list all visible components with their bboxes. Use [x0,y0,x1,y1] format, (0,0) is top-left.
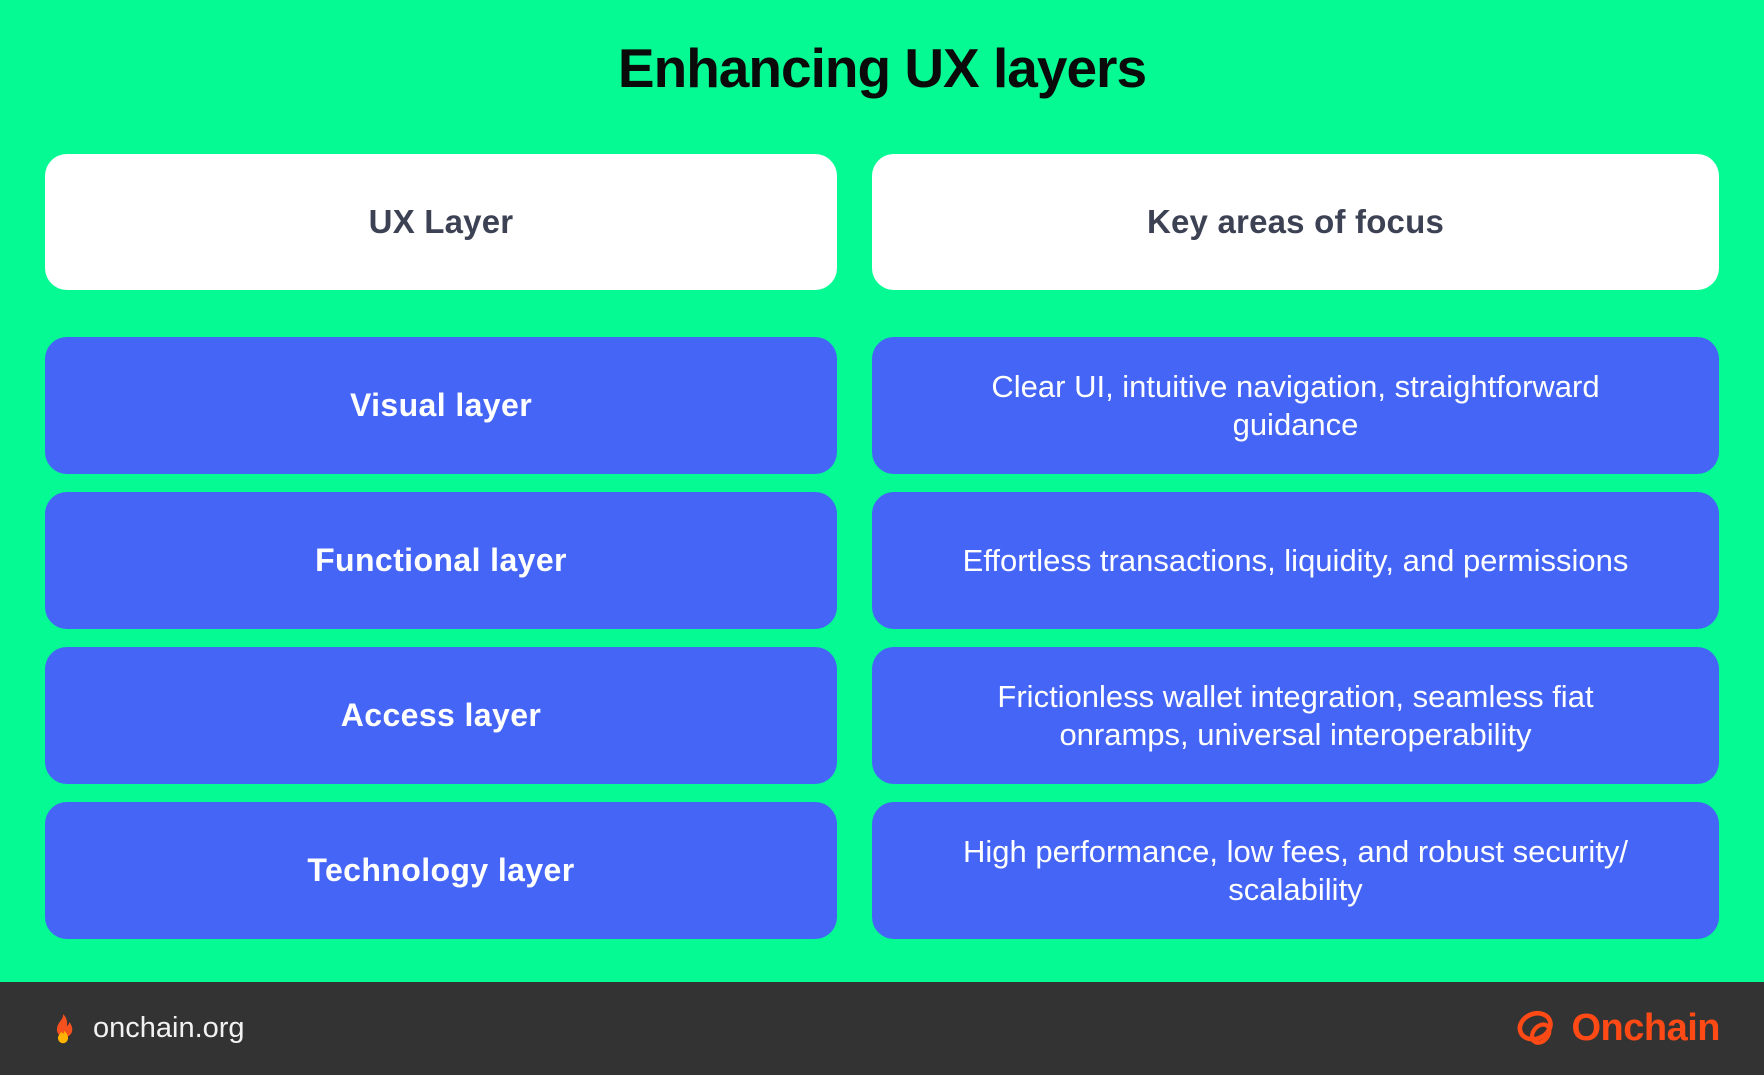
column-header-ux-layer: UX Layer [45,154,837,290]
flame-icon [48,1012,78,1046]
infographic-page: Enhancing UX layers UX Layer Key areas o… [0,37,1764,1075]
layer-label: Functional layer [315,542,567,578]
focus-text: Frictionless wallet integration, seamles… [997,679,1594,752]
table-row-technology-layer-cell: Technology layer [45,802,837,939]
focus-text: High performance, low fees, and robust s… [962,834,1629,907]
table-row-technology-focus-cell: High performance, low fees, and robust s… [872,802,1719,939]
footer-site-label: onchain.org [93,1012,245,1044]
onchain-logo[interactable]: Onchain [1513,1005,1720,1053]
onchain-logo-icon [1513,1005,1561,1053]
table-row-functional-focus-cell: Effortless transactions, liquidity, and … [872,492,1719,629]
table-header-row: UX Layer Key areas of focus [45,154,1719,290]
footer-site-link[interactable]: onchain.org [48,1012,245,1046]
footer-bar: onchain.org Onchain [0,982,1764,1075]
table-row-access-layer-cell: Access layer [45,647,837,784]
table-row-visual-layer-cell: Visual layer [45,337,837,474]
page-title: Enhancing UX layers [617,37,1147,99]
layer-label: Access layer [340,697,542,733]
table-row-visual-focus-cell: Clear UI, intuitive navigation, straight… [872,337,1719,474]
table-row-functional-layer-cell: Functional layer [45,492,837,629]
table-row-access-focus-cell: Frictionless wallet integration, seamles… [872,647,1719,784]
focus-text: Effortless transactions, liquidity, and … [962,542,1629,578]
layer-label: Visual layer [349,387,533,423]
focus-text: Clear UI, intuitive navigation, straight… [991,369,1600,442]
table-body: Visual layer Clear UI, intuitive navigat… [45,337,1719,939]
column-header-label: Key areas of focus [1146,203,1445,240]
layer-label: Technology layer [307,852,575,888]
column-header-key-areas: Key areas of focus [872,154,1719,290]
onchain-wordmark: Onchain [1571,1007,1720,1049]
column-header-label: UX Layer [368,203,514,240]
